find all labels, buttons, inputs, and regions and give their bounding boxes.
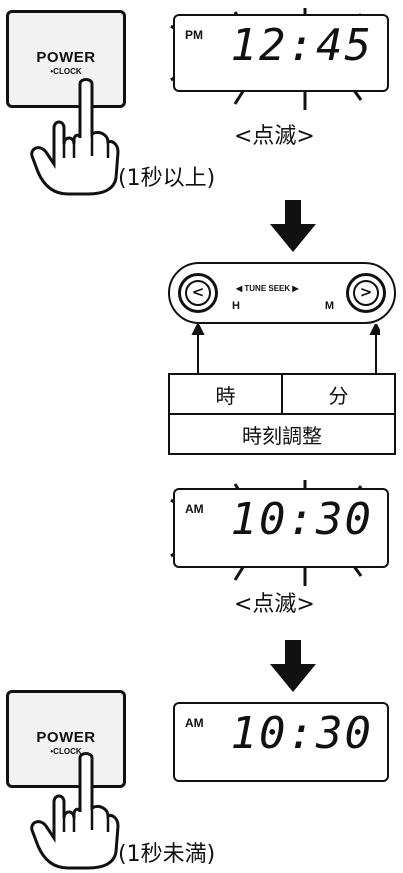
clock-sublabel: •CLOCK	[50, 67, 82, 76]
time-digits: 12:45	[230, 20, 373, 71]
tune-right-button[interactable]: >	[346, 273, 386, 313]
press-duration-caption-1: (1秒以上)	[118, 166, 216, 191]
minute-cell: 分	[281, 373, 396, 415]
connector-arrows-icon	[191, 324, 380, 374]
tune-seek-panel: < ◀ TUNE SEEK ▶ H M >	[168, 262, 396, 324]
clock-display-blinking-1: PM 12:45	[173, 14, 389, 92]
am-indicator: AM	[185, 502, 204, 516]
time-adjust-title: 時刻調整	[168, 413, 396, 455]
clock-display-final: AM 10:30	[173, 702, 389, 782]
clock-display-blinking-2: AM 10:30	[173, 488, 389, 568]
hour-letter: H	[232, 300, 240, 312]
chevron-right-icon: >	[353, 280, 379, 306]
pm-indicator: PM	[185, 28, 203, 42]
power-label-2: POWER	[36, 729, 96, 746]
down-arrow-icon-2	[270, 640, 316, 692]
blink-caption-2: <点滅>	[234, 592, 315, 617]
power-clock-button-top[interactable]: POWER •CLOCK	[6, 10, 126, 108]
press-duration-caption-2: (1秒未満)	[118, 842, 216, 867]
blink-caption-1: <点滅>	[234, 124, 315, 149]
minute-letter: M	[324, 300, 334, 312]
pressing-hand-icon-2	[30, 752, 120, 870]
chevron-left-icon: <	[185, 280, 211, 306]
power-label: POWER	[36, 49, 96, 66]
clock-sublabel-2: •CLOCK	[50, 747, 82, 756]
tune-seek-label: ◀ TUNE SEEK ▶	[236, 284, 299, 293]
time-digits-final: 10:30	[230, 708, 373, 759]
time-adjust-table: 時 分 時刻調整	[168, 373, 396, 455]
tune-left-button[interactable]: <	[178, 273, 218, 313]
hour-cell: 時	[168, 373, 283, 415]
time-digits-2: 10:30	[230, 494, 373, 545]
pressing-hand-icon	[30, 78, 120, 196]
am-indicator-final: AM	[185, 716, 204, 730]
power-clock-button-bottom[interactable]: POWER •CLOCK	[6, 690, 126, 788]
down-arrow-icon	[270, 200, 316, 252]
